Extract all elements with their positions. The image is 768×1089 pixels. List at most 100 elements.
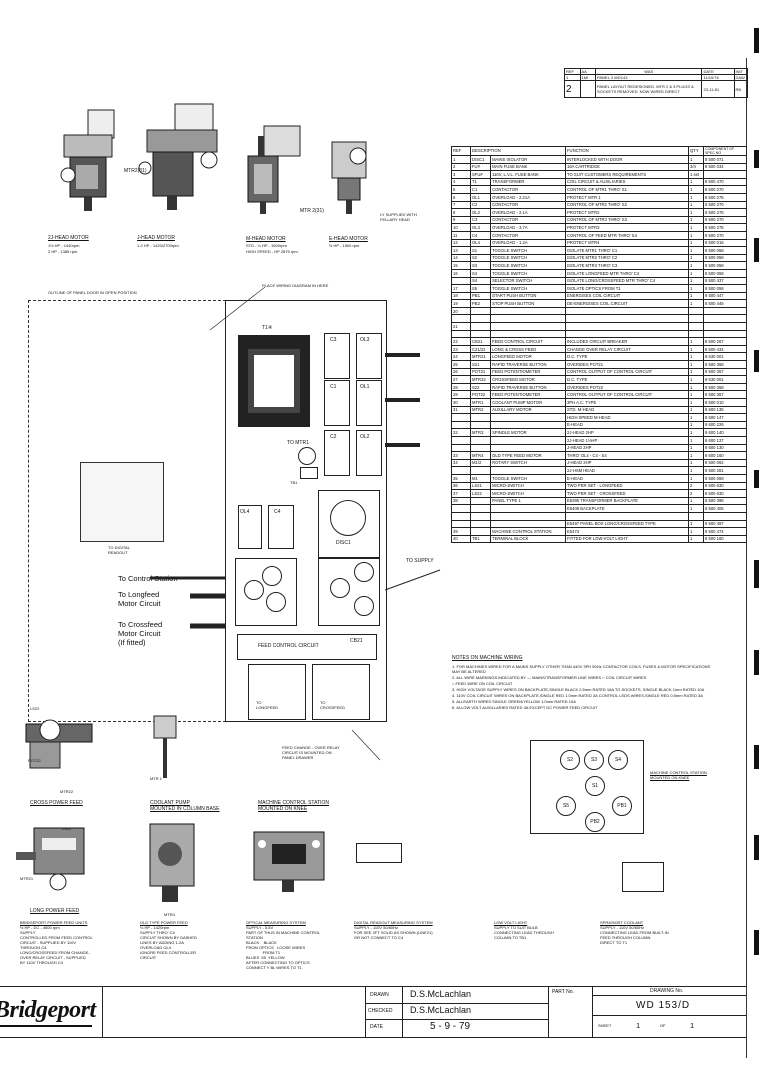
parts-cell: 11 (451, 230, 471, 240)
parts-cell: E5408 BACKPLATE (565, 504, 689, 513)
parts-cell: INTERLOCKED WITH DOOR (565, 155, 689, 164)
mcs-title-bottom: MACHINE CONTROL STATION MOUNTED ON KNEE (258, 800, 330, 812)
parts-cell: 8 500 434 (703, 344, 747, 354)
drawing-label: DRAWING No. (650, 988, 684, 994)
parts-cell: OVERLOAD - 2.1A (490, 208, 566, 217)
parts-cell: LS22 (469, 489, 492, 498)
parts-cell: 1 (688, 238, 704, 248)
parts-cell: FEED POTENTIOMETER (490, 390, 566, 399)
parts-cell: 8 500 058 (703, 246, 747, 255)
parts-cell: 8 500 357 (703, 367, 747, 377)
parts-cell: ISOLATE LONG/CROSSFEED MTR THRO' C4 (565, 276, 689, 286)
note-item: 5. ALLEARTH WIRES SINGLE GREEN/YELLOW 1.… (452, 699, 576, 704)
description-body: SUPPLY - 5.5V PART OF THUS IN MACHINE CO… (246, 925, 321, 970)
description-title: SPRAYMIST COOLANT (600, 920, 644, 925)
wiring-note: PLACE WIRING DIAGRAM IN HERE (262, 283, 329, 288)
parts-cell: 1 (688, 344, 704, 354)
control-station-panel (530, 740, 644, 834)
edge-mark (754, 835, 759, 860)
parts-cell (451, 420, 471, 430)
contactor-c1 (324, 380, 350, 426)
parts-cell: ISOLATE OPTICS FROM T1 (565, 284, 689, 293)
parts-cell: 14 (451, 253, 471, 263)
contactor-c2 (324, 430, 350, 476)
parts-cell: PROTECT MTR3 (565, 223, 689, 232)
rev-cell: 2 (564, 80, 581, 98)
parts-cell (703, 170, 747, 179)
parts-cell: ISOLATE MTR3 THRO' C3 (565, 261, 689, 270)
parts-cell: 6 (451, 192, 471, 202)
parts-cell: 2J-HEAD 2HP (565, 428, 689, 437)
label-ol2: OL2 (360, 434, 370, 440)
parts-cell: 1 (688, 284, 704, 293)
parts-cell (565, 306, 689, 316)
parts-cell: 1 (688, 428, 704, 437)
description-body: SUPPLY TO SUIT BULB CONNECTING LEAD THRO… (494, 925, 554, 940)
parts-cell: LONGFEED MOTOR (490, 352, 566, 362)
parts-cell (703, 329, 747, 339)
parts-cell (469, 314, 492, 324)
parts-cell: SELECTOR SWITCH (490, 276, 566, 286)
parts-cell: 25 (451, 360, 471, 369)
parts-cell: 5 (451, 185, 471, 194)
of-label: OF (660, 1023, 666, 1028)
sheet-value: 1 (636, 1021, 641, 1030)
drawing-border (0, 58, 747, 1058)
parts-cell: D.C. TYPE (565, 375, 689, 384)
parts-cell: CONTROL OF MTR3 THRO' S3 (565, 215, 689, 225)
head-2j-title: 2J-HEAD MOTOR (48, 235, 89, 241)
motor-m-icon (247, 125, 301, 214)
label-cb21: CB21 (350, 638, 363, 644)
parts-cell: MAIN FUSE BANK (490, 162, 566, 172)
parts-list-table: REF DESCRIPTION FUNCTION QTY COMPONENT O… (451, 146, 747, 544)
parts-cell: FEED CONTROL CIRCUIT (490, 337, 566, 346)
parts-cell: MTR22 (469, 375, 492, 384)
overload-ol1 (356, 380, 382, 426)
notes-title: NOTES ON MACHINE WIRING (452, 655, 523, 661)
parts-h-spec: COMPONENT OF SPEC NO (703, 146, 747, 156)
coolant-pump-drawing (150, 712, 180, 782)
parts-cell (469, 413, 492, 422)
parts-cell: OVERIDES POT22 (565, 382, 689, 392)
parts-cell: MTR3 (469, 428, 492, 437)
motor-j-icon (138, 103, 218, 210)
parts-cell: E5396 TRANSFORMER BACKPLATE (565, 496, 689, 506)
parts-cell (469, 511, 492, 521)
panel-backplate (225, 300, 387, 722)
parts-cell: C1 (469, 185, 492, 194)
parts-cell (451, 276, 471, 286)
parts-cell: 1 (451, 155, 471, 164)
parts-cell: OL3 (469, 223, 492, 232)
parts-cell: 1 (688, 192, 704, 202)
note-item: ○ FEED WIRE ON COIL CIRCUIT (452, 681, 513, 686)
parts-cell: 28 (451, 382, 471, 392)
parts-cell: CONTACTOR (490, 185, 566, 194)
overload-ol4 (238, 505, 262, 549)
parts-cell: 13 (451, 246, 471, 255)
contactor-c3 (324, 333, 350, 379)
parts-cell: MICRO-SWITCH (490, 489, 566, 498)
parts-cell: S4 (469, 276, 492, 286)
parts-cell (490, 420, 566, 430)
parts-cell (451, 504, 471, 513)
parts-cell: D.C. TYPE (565, 352, 689, 362)
parts-cell: 34 (451, 458, 471, 468)
parts-cell: PROTECT MTR 1 (565, 192, 689, 202)
outline-note: OUTLINE OF PANEL DOOR IN OPEN POSITION (48, 290, 137, 295)
overload-ol2 (356, 430, 382, 476)
parts-cell: 8 600 226 (703, 420, 747, 430)
label-mtr21: MTR21 (20, 876, 34, 881)
